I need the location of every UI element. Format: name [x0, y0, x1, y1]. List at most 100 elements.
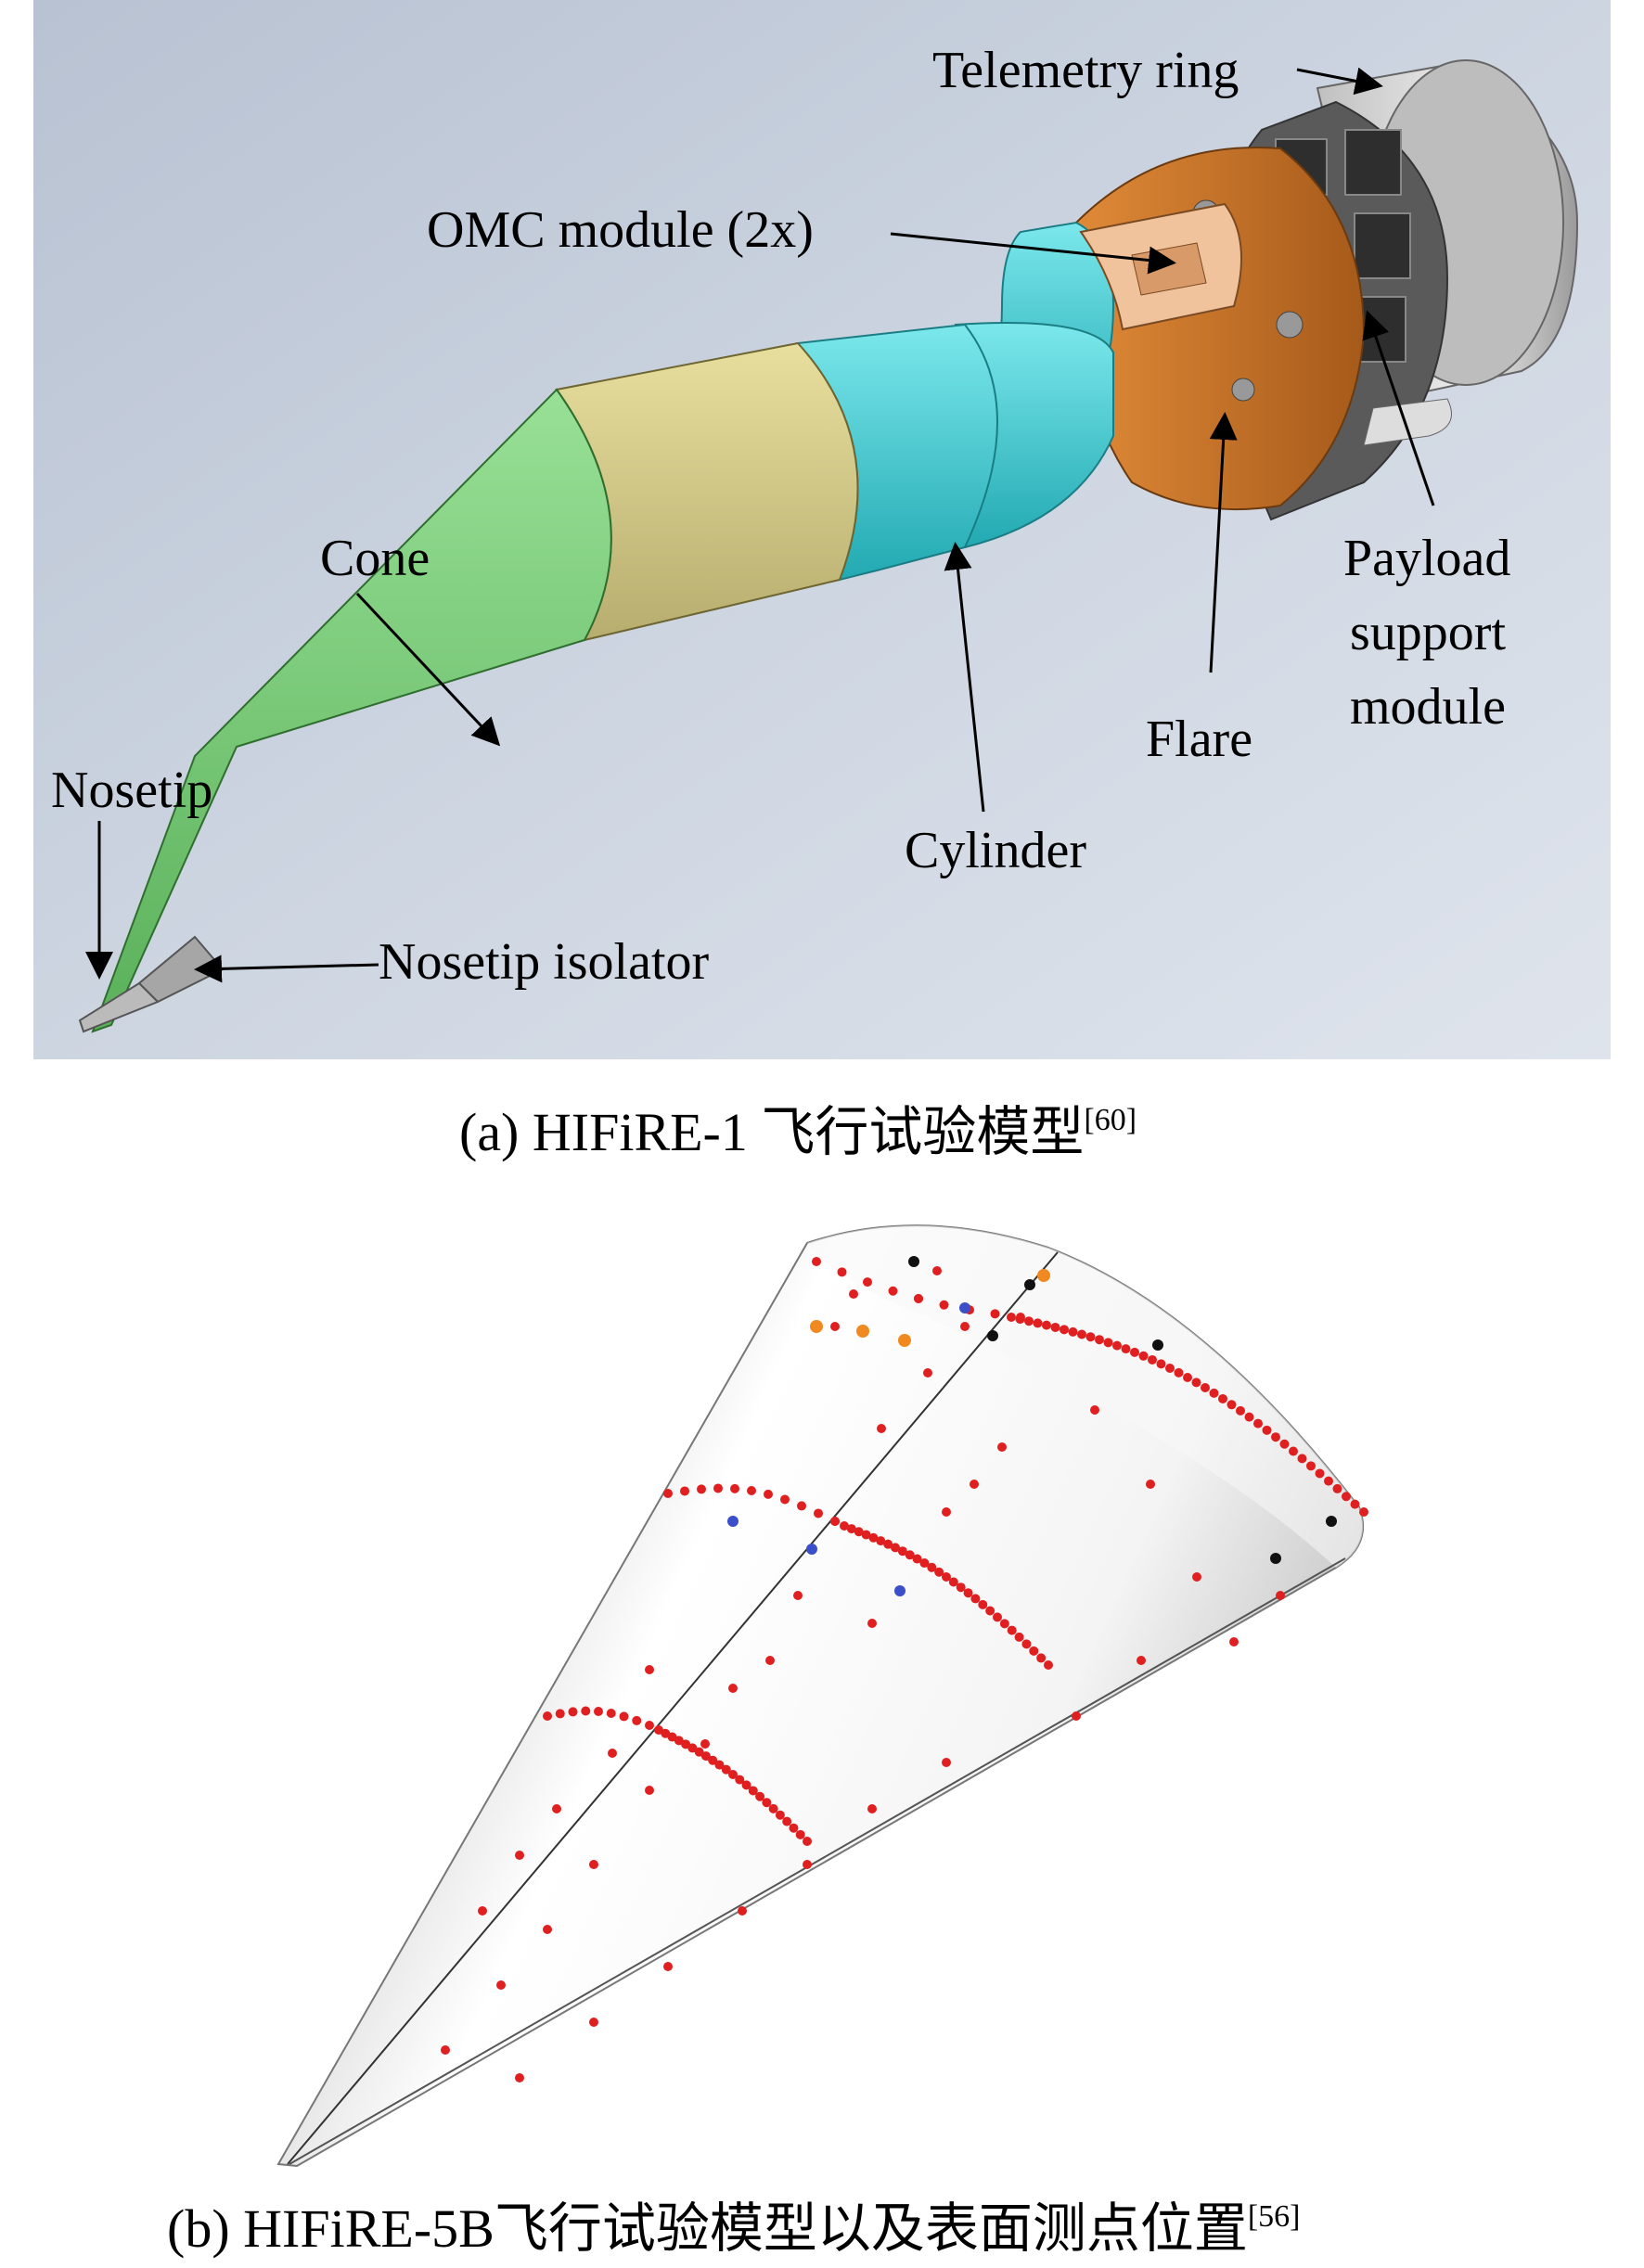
sensor-dot — [919, 1558, 930, 1569]
sensor-dot — [990, 1309, 1000, 1319]
sensor-dot — [1007, 1625, 1017, 1635]
sensor-dot — [1138, 1351, 1149, 1361]
sensor-dot — [764, 1489, 773, 1499]
sensor-dot — [478, 1906, 487, 1916]
sensor-dot — [814, 1508, 823, 1518]
sensor-dot — [594, 1707, 603, 1716]
sensor-dot — [997, 1442, 1007, 1452]
arrow-telemetry-ring — [1296, 67, 1383, 96]
sensor-dot — [1021, 1639, 1032, 1649]
sensor-dot — [970, 1594, 981, 1604]
sensor-dot — [645, 1721, 654, 1730]
sensor-dot — [854, 1527, 864, 1537]
sensor-dot — [1209, 1388, 1219, 1398]
sensor-dot — [606, 1709, 616, 1719]
sensor-dot — [898, 1334, 911, 1347]
sensor-dot — [1326, 1516, 1337, 1527]
sensor-dot — [735, 1775, 745, 1785]
sensor-dot — [1191, 1377, 1201, 1388]
sensor-dot — [1007, 1313, 1016, 1322]
sensor-dot — [797, 1501, 806, 1511]
sensor-dot — [663, 1962, 673, 1971]
sensor-dot — [663, 1489, 673, 1498]
telemetry-panel-window — [1354, 212, 1411, 279]
label-nosetip-isolator: Nosetip isolator — [379, 933, 710, 991]
sensor-dot — [1165, 1363, 1175, 1373]
sensor-dot — [948, 1577, 958, 1587]
sensor-dot — [1033, 1318, 1043, 1328]
label-cone: Cone — [320, 530, 430, 587]
arrow-flare — [1209, 412, 1238, 673]
sensor-dot — [714, 1760, 725, 1770]
label-omc-module: OMC module (2x) — [427, 201, 814, 259]
sensor-dot — [1137, 1656, 1146, 1665]
sensor-dot — [441, 2045, 450, 2055]
sensor-dot — [589, 2018, 598, 2027]
sensor-dot — [985, 1606, 995, 1616]
arrow-omc-module — [890, 232, 1176, 275]
sensor-dot — [934, 1567, 944, 1577]
label-flare: Flare — [1146, 711, 1252, 768]
sensor-dot — [1044, 1660, 1053, 1670]
sensor-dot — [1229, 1637, 1239, 1647]
sensor-dot — [1201, 1382, 1210, 1392]
sensor-dot — [1042, 1320, 1051, 1330]
sensor-points — [441, 1256, 1368, 2082]
sensor-dot — [876, 1536, 886, 1546]
sensor-dot — [960, 1322, 970, 1331]
label-cylinder: Cylinder — [905, 822, 1086, 879]
hifire5b-base — [807, 1225, 1364, 1568]
sensor-dot — [721, 1764, 731, 1775]
sensor-dot — [863, 1277, 872, 1288]
sensor-dot — [775, 1810, 785, 1820]
sensor-dot — [789, 1823, 799, 1833]
sensor-dot — [927, 1562, 937, 1572]
sensor-dot — [877, 1424, 886, 1433]
sensor-dot — [1271, 1432, 1280, 1442]
sensor-dot — [963, 1588, 973, 1598]
sensor-dot — [812, 1257, 821, 1266]
sensor-dot — [555, 1709, 565, 1719]
sensor-dot — [1029, 1646, 1039, 1656]
sensor-dot — [728, 1684, 738, 1693]
sensor-dot — [867, 1804, 877, 1813]
sensor-dot — [747, 1486, 756, 1495]
sensor-dot — [1359, 1507, 1368, 1517]
panel-a-arrows — [85, 67, 1435, 983]
sensor-dot — [1016, 1313, 1025, 1322]
sensor-dot — [830, 1517, 840, 1526]
sensor-dot — [999, 1619, 1009, 1629]
sensor-dot — [897, 1546, 907, 1557]
sensor-dot — [840, 1521, 849, 1531]
sensor-dot — [1276, 1591, 1285, 1600]
vehicle-model — [78, 59, 1579, 1033]
sensor-dot — [552, 1804, 561, 1813]
sensor-dot — [782, 1816, 792, 1826]
sensor-dot — [888, 1286, 898, 1296]
caption-b-text: (b) HIFiRE-5B飞行试验模型以及表面测点位置 — [167, 2198, 1248, 2259]
sensor-dot — [728, 1770, 738, 1779]
sensor-dot — [1306, 1461, 1316, 1471]
sensor-dot — [891, 1543, 900, 1553]
sensor-dot — [619, 1711, 629, 1722]
sensor-dot — [959, 1302, 970, 1313]
sensor-dot — [1332, 1483, 1342, 1493]
sensor-dot — [795, 1829, 805, 1839]
sensor-dot — [1068, 1326, 1078, 1337]
sensor-dot — [1024, 1316, 1034, 1326]
sensor-dot — [1130, 1347, 1139, 1357]
label-nosetip: Nosetip — [51, 762, 212, 819]
sensor-dot — [793, 1591, 803, 1600]
panel-b — [276, 1224, 1368, 2168]
sensor-dot — [1014, 1632, 1024, 1642]
sensor-dot — [681, 1739, 691, 1749]
nosetip — [78, 981, 160, 1033]
sensor-dot — [1183, 1373, 1192, 1382]
sensor-dot — [942, 1758, 951, 1767]
sensor-dot — [978, 1599, 988, 1609]
sensor-dot — [856, 1325, 869, 1338]
sensor-dot — [708, 1755, 718, 1765]
sensor-dot — [830, 1322, 840, 1331]
arrow-cylinder — [944, 542, 985, 813]
